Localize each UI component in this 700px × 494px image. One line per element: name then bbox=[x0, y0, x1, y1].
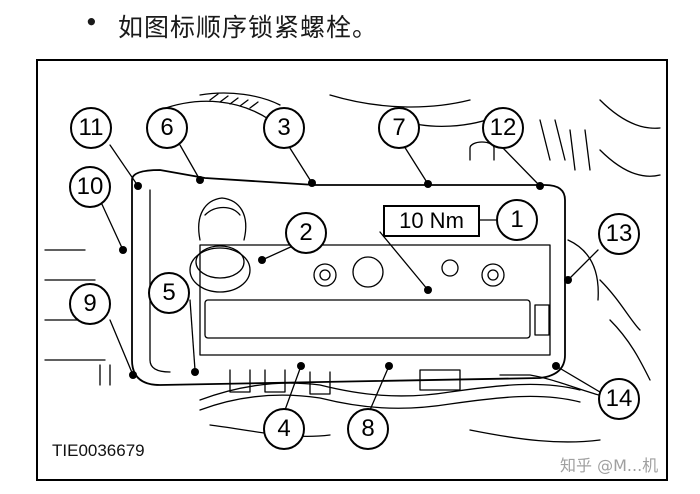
callout-10: 10 bbox=[69, 166, 111, 208]
callout-13: 13 bbox=[598, 213, 640, 255]
bolt-markers bbox=[119, 176, 572, 379]
callout-7: 7 bbox=[378, 107, 420, 149]
bullet-point: • bbox=[84, 8, 100, 37]
engine-line-art bbox=[44, 92, 661, 443]
figure-border bbox=[36, 59, 668, 481]
watermark: 知乎 @M...机 bbox=[560, 456, 659, 475]
callout-9: 9 bbox=[69, 283, 111, 325]
callout-11: 11 bbox=[70, 107, 112, 149]
figure-id: TIE0036679 bbox=[52, 441, 145, 460]
torque-spec-label: 10 Nm bbox=[383, 205, 480, 237]
callout-5: 5 bbox=[148, 272, 190, 314]
callout-1: 1 bbox=[496, 199, 538, 241]
callout-12: 12 bbox=[482, 107, 524, 149]
instruction-text: 如图标顺序锁紧螺栓。 bbox=[118, 13, 379, 42]
callout-3: 3 bbox=[263, 107, 305, 149]
callout-2: 2 bbox=[285, 212, 327, 254]
callout-4: 4 bbox=[263, 408, 305, 450]
callout-8: 8 bbox=[347, 408, 389, 450]
callout-14: 14 bbox=[598, 378, 640, 420]
callout-6: 6 bbox=[146, 107, 188, 149]
